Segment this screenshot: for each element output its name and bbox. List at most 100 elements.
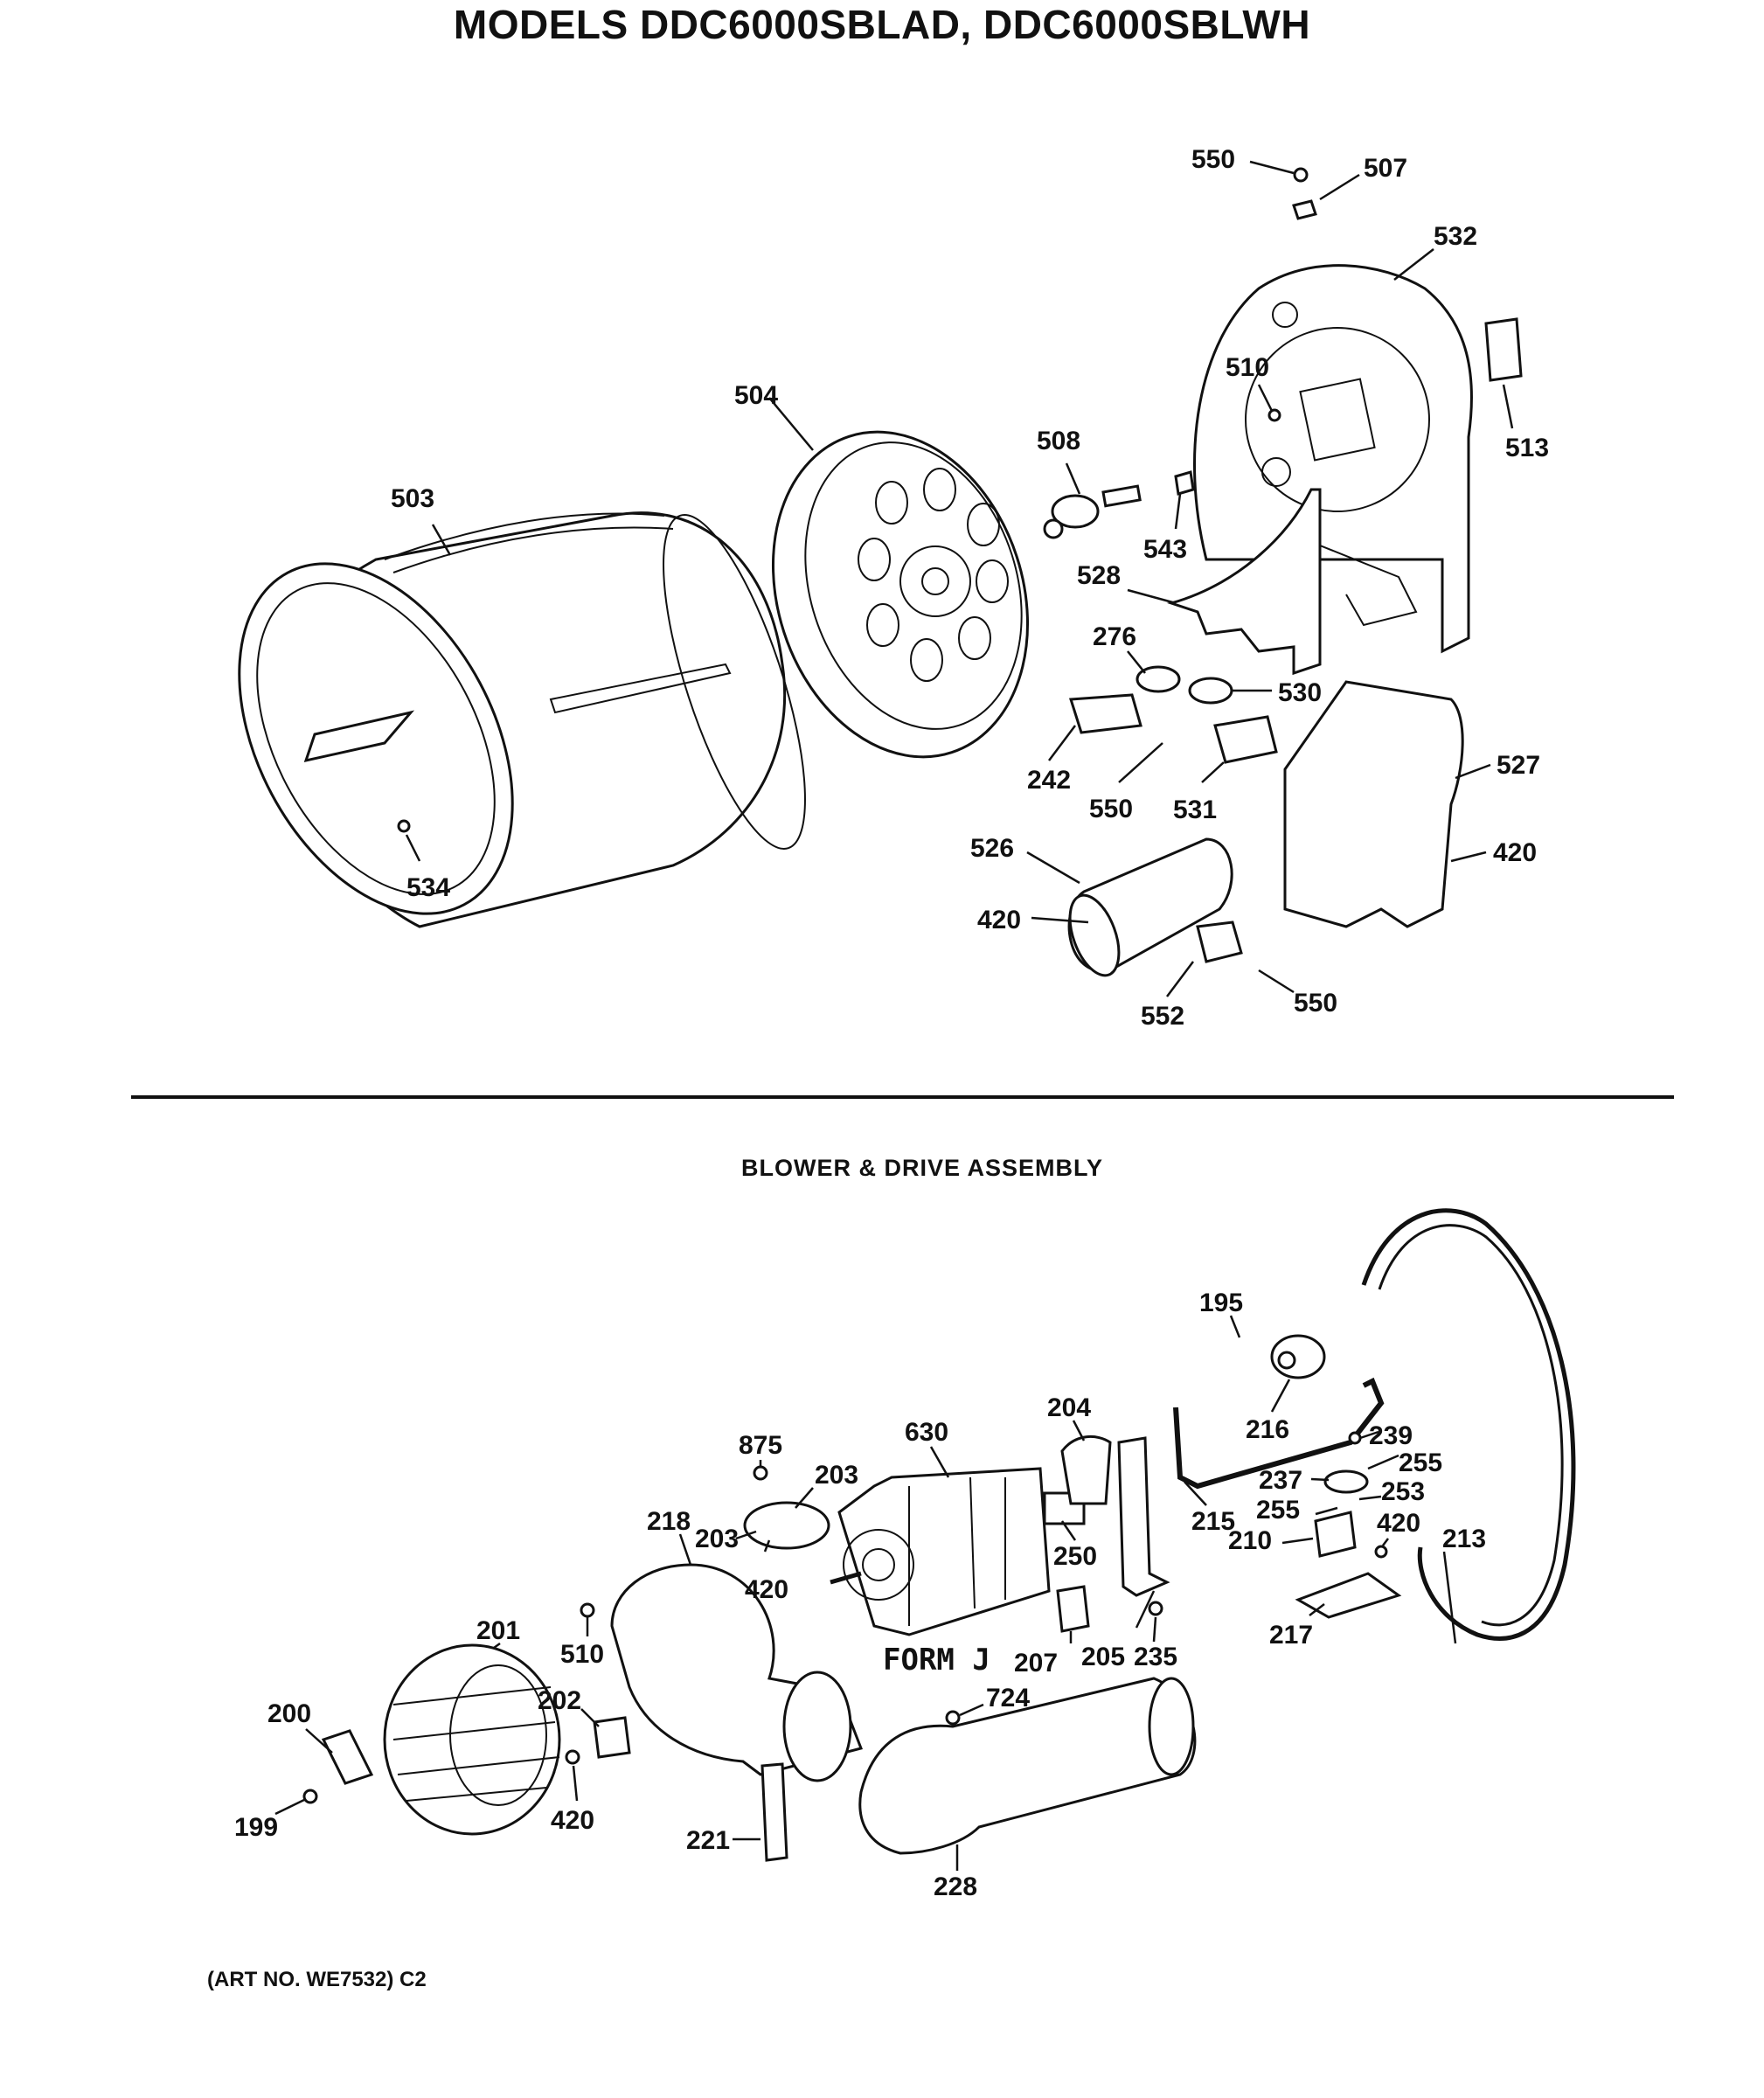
callout-532: 532 — [1434, 222, 1477, 251]
callout-724: 724 — [986, 1684, 1030, 1712]
callout-420: 420 — [1377, 1509, 1420, 1538]
callout-204: 204 — [1047, 1393, 1091, 1422]
callout-507: 507 — [1364, 154, 1407, 183]
callout-550: 550 — [1294, 989, 1337, 1018]
bracket-part-202 — [593, 1716, 631, 1759]
callout-205: 205 — [1081, 1643, 1125, 1671]
shaft-part-543 — [1174, 470, 1195, 496]
callout-201: 201 — [476, 1616, 520, 1645]
seal-part-221 — [760, 1762, 788, 1862]
clip-part-507 — [1292, 199, 1317, 220]
screw-part-724 — [945, 1710, 961, 1726]
drum-part-503 — [238, 511, 806, 928]
bracket-part-513 — [1484, 317, 1523, 382]
callout-210: 210 — [1228, 1526, 1272, 1555]
blower-wheel-part-201 — [383, 1643, 561, 1836]
drive-belt-part-213 — [1361, 1208, 1576, 1641]
screw-part-510b — [580, 1602, 595, 1618]
callout-213: 213 — [1442, 1525, 1486, 1553]
callout-203: 203 — [695, 1525, 739, 1553]
drum-rear-part-504 — [771, 430, 1030, 759]
callout-195: 195 — [1199, 1289, 1243, 1317]
screw-part-875 — [753, 1465, 768, 1481]
bracket-part-200 — [321, 1729, 374, 1785]
switch-part-207 — [1056, 1585, 1090, 1633]
callout-228: 228 — [934, 1872, 977, 1901]
callout-420: 420 — [551, 1806, 594, 1835]
leader-lines-top — [405, 160, 1514, 997]
callout-215: 215 — [1191, 1507, 1235, 1536]
callout-550: 550 — [1191, 145, 1235, 174]
callout-216: 216 — [1246, 1415, 1289, 1444]
callout-508: 508 — [1037, 427, 1080, 455]
callout-242: 242 — [1027, 766, 1071, 795]
callout-250: 250 — [1053, 1542, 1097, 1571]
leader-lines-bottom — [274, 1315, 1457, 1871]
callout-202: 202 — [538, 1686, 581, 1715]
section-title: BLOWER & DRIVE ASSEMBLY — [741, 1155, 1103, 1181]
callout-630: 630 — [905, 1418, 948, 1447]
screw-part-239 — [1348, 1431, 1362, 1445]
callout-531: 531 — [1173, 795, 1217, 824]
callout-276: 276 — [1093, 622, 1136, 651]
screw-part-199 — [302, 1789, 318, 1804]
callout-207: 207 — [1014, 1649, 1058, 1678]
thermostat-part-276 — [1135, 665, 1181, 693]
bracket-part-528 — [1166, 488, 1322, 676]
callout-199: 199 — [234, 1813, 278, 1842]
callout-552: 552 — [1141, 1002, 1184, 1031]
callout-237: 237 — [1259, 1466, 1302, 1495]
callout-253: 253 — [1381, 1477, 1425, 1506]
callout-530: 530 — [1278, 678, 1322, 707]
heater-housing-part-527 — [1283, 680, 1464, 928]
exhaust-duct-part-228 — [858, 1677, 1197, 1855]
screw-part-550 — [1293, 167, 1309, 183]
callout-255: 255 — [1399, 1448, 1442, 1477]
callout-420: 420 — [745, 1575, 788, 1604]
fuse-part-530 — [1188, 677, 1233, 705]
screw-part-420d — [1374, 1545, 1388, 1559]
callout-543: 543 — [1143, 535, 1187, 564]
callout-200: 200 — [267, 1699, 311, 1728]
callout-510: 510 — [1226, 353, 1269, 382]
callout-503: 503 — [391, 484, 434, 513]
screw-part-420e — [565, 1749, 580, 1765]
callout-420: 420 — [1493, 838, 1537, 867]
callout-420: 420 — [977, 906, 1021, 934]
part-237 — [1323, 1469, 1369, 1494]
capacitor-part-526 — [1067, 837, 1233, 977]
callout-510: 510 — [560, 1640, 604, 1669]
callout-217: 217 — [1269, 1621, 1313, 1650]
callout-labels: 550 507 532 513 510 504 508 543 503 528 … — [234, 145, 1549, 1901]
bracket-part-552 — [1196, 920, 1243, 963]
callout-526: 526 — [970, 834, 1014, 863]
callout-218: 218 — [647, 1507, 691, 1536]
screw-part-235 — [1148, 1601, 1163, 1616]
screw-part-534 — [397, 819, 411, 833]
bracket-part-217 — [1295, 1572, 1402, 1619]
callout-239: 239 — [1369, 1421, 1413, 1450]
callout-875: 875 — [739, 1431, 782, 1460]
screw-part-510 — [1267, 408, 1281, 422]
callout-534: 534 — [406, 873, 450, 902]
switch-part-204 — [1060, 1435, 1112, 1505]
callout-513: 513 — [1505, 434, 1549, 462]
bracket-part-531 — [1213, 715, 1278, 764]
page-title: MODELS DDC6000SBLAD, DDC6000SBLWH — [453, 2, 1311, 47]
callout-504: 504 — [734, 381, 778, 410]
art-number: (ART NO. WE7532) C2 — [207, 1968, 427, 1991]
callout-550: 550 — [1089, 795, 1133, 823]
callout-235: 235 — [1134, 1643, 1177, 1671]
motor-part-630 — [837, 1467, 1086, 1636]
bracket-part-210 — [1314, 1511, 1357, 1558]
insulation-part-242 — [1068, 693, 1142, 734]
form-label: FORM J — [883, 1643, 990, 1678]
callout-221: 221 — [686, 1826, 730, 1855]
callout-528: 528 — [1077, 561, 1121, 590]
callout-527: 527 — [1497, 751, 1540, 780]
callout-255: 255 — [1256, 1496, 1300, 1525]
roller-part-508 — [1043, 484, 1142, 539]
bracket-part-205 — [1117, 1436, 1170, 1597]
callout-203: 203 — [815, 1461, 858, 1490]
